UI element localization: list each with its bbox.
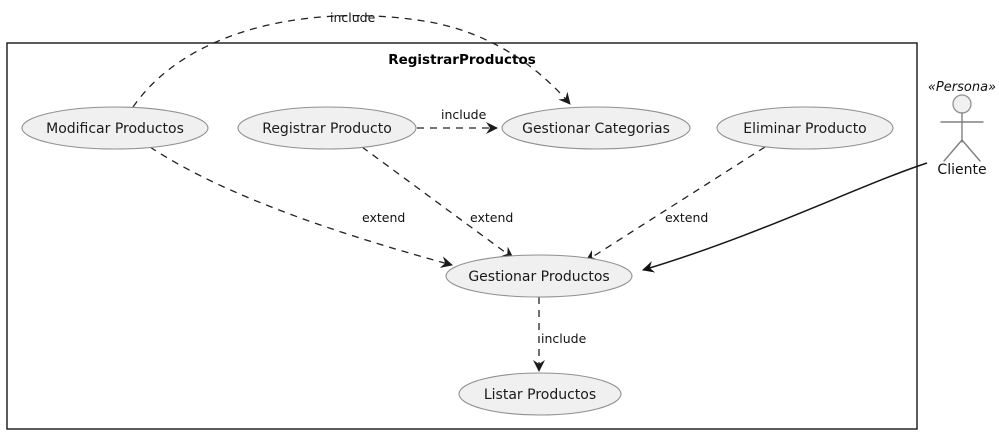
package-title: RegistrarProductos [388, 52, 536, 68]
actor-right-leg-icon [961, 139, 981, 162]
actor-stereotype-label: «Persona» [928, 80, 996, 95]
actor-head-icon [952, 94, 972, 114]
actor-left-leg-icon [943, 139, 963, 162]
use-case-label: Listar Productos [484, 387, 596, 403]
actor-cliente[interactable]: «Persona» Cliente [928, 80, 996, 178]
relationship-extend-modificar-line [149, 146, 453, 268]
relationship-extend-eliminar-line [585, 146, 766, 262]
use-case-ellipse [21, 106, 209, 150]
use-case-ellipse [237, 106, 417, 150]
use-case-modificar-productos[interactable]: Modificar Productos [21, 106, 209, 150]
relationship-extend-registrar-line [361, 146, 514, 259]
use-case-label: Modificar Productos [46, 121, 184, 137]
use-case-registrar-producto[interactable]: Registrar Producto [237, 106, 417, 150]
relationship-include-bottom-label: include [541, 331, 587, 346]
use-case-ellipse [458, 372, 622, 416]
use-case-ellipse [501, 106, 691, 150]
relationship-extend-eliminar-label: extend [665, 210, 708, 225]
use-case-label: Gestionar Categorias [522, 121, 670, 137]
package-boundary [6, 42, 918, 430]
use-case-gestionar-productos[interactable]: Gestionar Productos [445, 254, 633, 298]
use-case-eliminar-producto[interactable]: Eliminar Producto [716, 106, 894, 150]
relationship-association-cliente-line [642, 162, 928, 273]
relationship-extend-modificar-label: extend [362, 210, 405, 225]
use-case-listar-productos[interactable]: Listar Productos [458, 372, 622, 416]
use-case-ellipse [445, 254, 633, 298]
use-case-label: Registrar Producto [262, 121, 392, 137]
relationship-include-top-line [132, 14, 571, 108]
relationship-include-top-label: include [330, 10, 376, 25]
use-case-gestionar-categorias[interactable]: Gestionar Categorias [501, 106, 691, 150]
use-case-label: Gestionar Productos [468, 269, 609, 285]
use-case-label: Eliminar Producto [743, 121, 867, 137]
relationship-include-mid-label: include [441, 107, 487, 122]
use-case-ellipse [716, 106, 894, 150]
relationship-extend-registrar-label: extend [470, 210, 513, 225]
actor-name-label: Cliente [937, 162, 986, 178]
